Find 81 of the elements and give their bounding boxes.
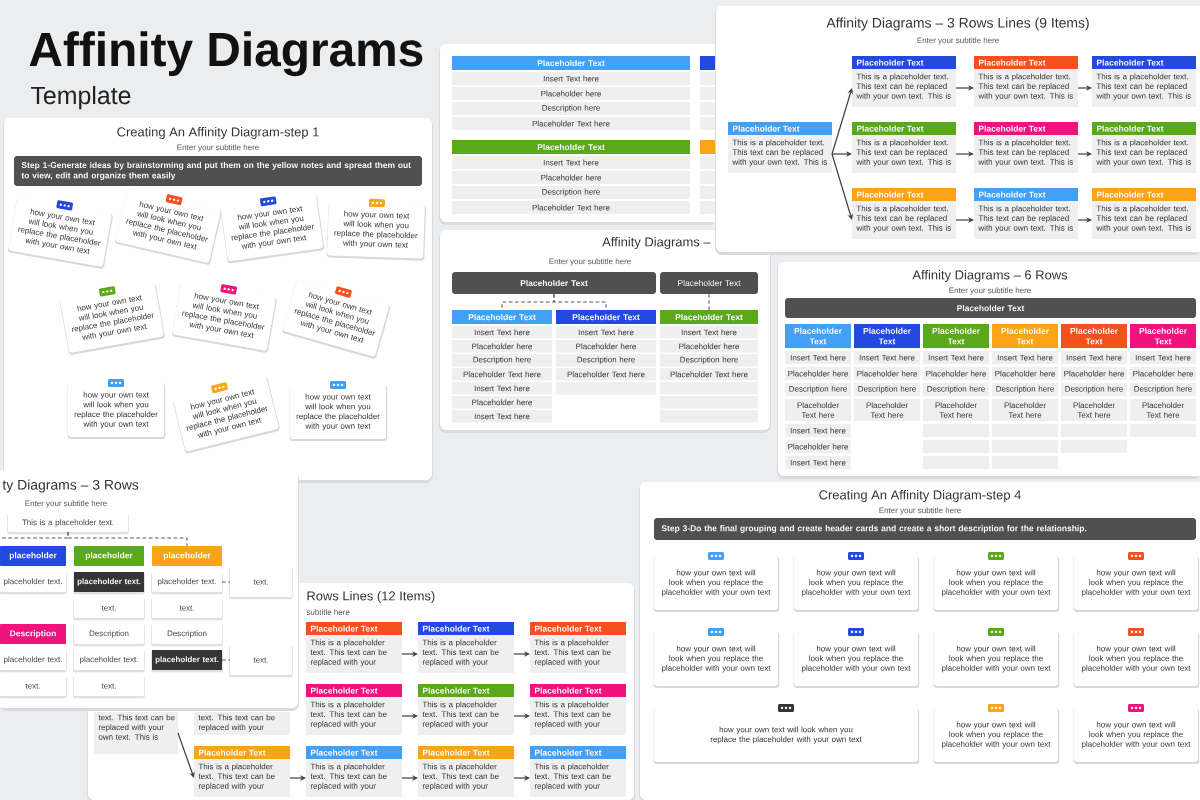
connector-line: [553, 293, 607, 311]
empty-cell: [700, 171, 715, 184]
card-header: Placeholder Text: [852, 56, 956, 69]
title-bar: Placeholder Text: [785, 298, 1197, 318]
connector-line: [221, 581, 231, 583]
card-header: Placeholder Text: [530, 746, 626, 759]
card-header: Placeholder Text: [418, 684, 514, 697]
card-header: Placeholder Text: [418, 746, 514, 759]
column-header: [700, 56, 715, 70]
column-header: Placeholder Text: [660, 310, 758, 324]
slide-title: Rows Lines (12 Items): [307, 591, 435, 604]
empty-cell: [700, 87, 715, 100]
subtitle: Template: [30, 85, 131, 110]
card-header: Placeholder Text: [852, 122, 956, 135]
slide-title: ty Diagrams – 3 Rows: [2, 479, 139, 493]
instruction-bar: Step 1-Generate ideas by brainstorming and put them on the yellow notes and spread them out to view, edit and organize them easily: [14, 156, 422, 186]
column-header: Placeholder Text: [1061, 324, 1127, 348]
card-header: Placeholder Text: [974, 56, 1078, 69]
empty-cell: [700, 102, 715, 115]
column-header: Placeholder Text: [785, 324, 851, 348]
arrow: [513, 651, 530, 657]
column-header: Placeholder Text: [1130, 324, 1196, 348]
card-header: Placeholder Text: [530, 684, 626, 697]
empty-cell: [700, 72, 715, 85]
header-box: Description: [0, 624, 66, 644]
card-header: Placeholder Text: [1092, 122, 1196, 135]
column-header: [700, 140, 715, 154]
card-header: Placeholder Text: [306, 622, 402, 635]
card-header: Placeholder Text: [1092, 188, 1196, 201]
title-bar: Placeholder Text: [660, 272, 758, 294]
card-header: Placeholder Text: [728, 122, 832, 135]
arrow: [831, 151, 852, 157]
connector-line: [221, 659, 231, 661]
arrow: [177, 732, 195, 778]
column-header: Placeholder Text: [854, 324, 920, 348]
column-header: Placeholder Text: [452, 56, 690, 70]
header-box: placeholder: [74, 546, 144, 566]
empty-cell: [700, 186, 715, 199]
arrow: [1077, 217, 1092, 223]
title-bar: Placeholder Text: [452, 272, 656, 294]
arrow: [401, 651, 418, 657]
card-header: Placeholder Text: [852, 188, 956, 201]
arrow: [831, 153, 853, 220]
arrow: [513, 713, 530, 719]
header-box: placeholder: [0, 546, 66, 566]
header-box: placeholder: [152, 546, 222, 566]
arrow: [401, 713, 418, 719]
card-header: Placeholder Text: [418, 622, 514, 635]
instruction-bar: Step 3-Do the final grouping and create header cards and create a short description for the relationship.: [654, 518, 1197, 540]
slide-title: Affinity Diagrams –: [602, 237, 711, 250]
page-title: Affinity Diagrams: [29, 31, 423, 77]
column-header: Placeholder Text: [452, 140, 690, 154]
slide-title: Affinity Diagrams – 6 Rows: [912, 270, 1068, 283]
arrow: [1077, 151, 1092, 157]
empty-cell: [700, 156, 715, 169]
arrow: [955, 151, 974, 157]
arrow: [401, 775, 418, 781]
slide-title: Creating An Affinity Diagram-step 4: [819, 490, 1021, 503]
column-header: Placeholder Text: [452, 310, 552, 324]
card-header: Placeholder Text: [194, 746, 290, 759]
slide-title: Affinity Diagrams – 3 Rows Lines (9 Items): [826, 17, 1089, 31]
arrow: [513, 775, 530, 781]
empty-cell: [700, 201, 715, 214]
arrow: [955, 217, 974, 223]
slide-title: Creating An Affinity Diagram-step 1: [117, 127, 319, 140]
card-header: Placeholder Text: [974, 122, 1078, 135]
arrow: [831, 88, 853, 155]
card-header: Placeholder Text: [530, 622, 626, 635]
arrow: [1077, 85, 1092, 91]
card-header: Placeholder Text: [1092, 56, 1196, 69]
column-header: Placeholder Text: [923, 324, 989, 348]
connector-line: [0, 531, 69, 539]
card-header: Placeholder Text: [306, 684, 402, 697]
arrow: [955, 85, 974, 91]
card-header: Placeholder Text: [974, 188, 1078, 201]
column-header: Placeholder Text: [992, 324, 1058, 348]
arrow: [289, 775, 306, 781]
connector-line: [708, 293, 710, 311]
card-header: Placeholder Text: [306, 746, 402, 759]
empty-cell: [700, 117, 715, 130]
column-header: Placeholder Text: [556, 310, 656, 324]
